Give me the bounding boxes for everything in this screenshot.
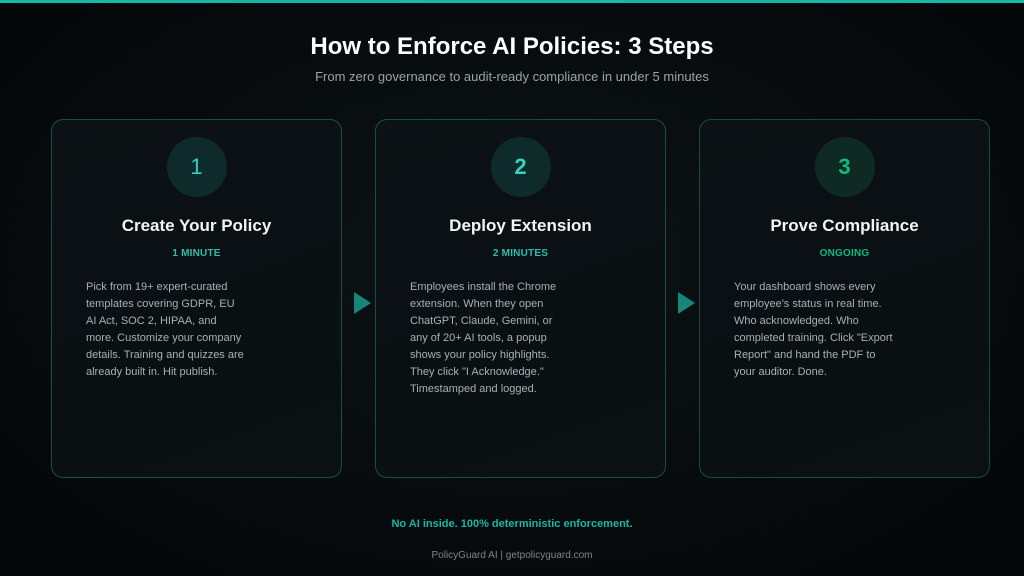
step-number-badge: 2: [490, 137, 551, 197]
step-number-badge: 1: [166, 137, 227, 197]
step-description: Pick from 19+ expert-curated templates c…: [86, 281, 244, 378]
footer-credit: PolicyGuard AI | getpolicyguard.com: [431, 550, 593, 561]
step-title: Create Your Policy: [121, 216, 272, 235]
page-title: How to Enforce AI Policies: 3 Steps: [310, 33, 714, 60]
step-description: Employees install the Chrome extension. …: [410, 281, 557, 395]
page-subtitle: From zero governance to audit-ready comp…: [315, 69, 709, 84]
step-number-badge: 3: [814, 137, 875, 197]
arrow-right-icon: [354, 292, 371, 314]
step-description: Your dashboard shows every employee's st…: [734, 281, 893, 378]
step-card-2: 2 Deploy Extension 2 MINUTES Employees i…: [375, 119, 666, 478]
step-title: Prove Compliance: [770, 216, 919, 235]
step-duration: 1 MINUTE: [172, 248, 221, 259]
step-card-3: 3 Prove Compliance ONGOING Your dashboar…: [699, 119, 990, 478]
tagline: No AI inside. 100% deterministic enforce…: [391, 518, 633, 530]
step-title: Deploy Extension: [449, 216, 592, 235]
top-accent-bar: [0, 0, 1024, 3]
step-duration: ONGOING: [819, 248, 870, 259]
step-duration: 2 MINUTES: [492, 248, 549, 259]
arrow-right-icon: [678, 292, 695, 314]
step-card-1: 1 Create Your Policy 1 MINUTE Pick from …: [51, 119, 342, 478]
